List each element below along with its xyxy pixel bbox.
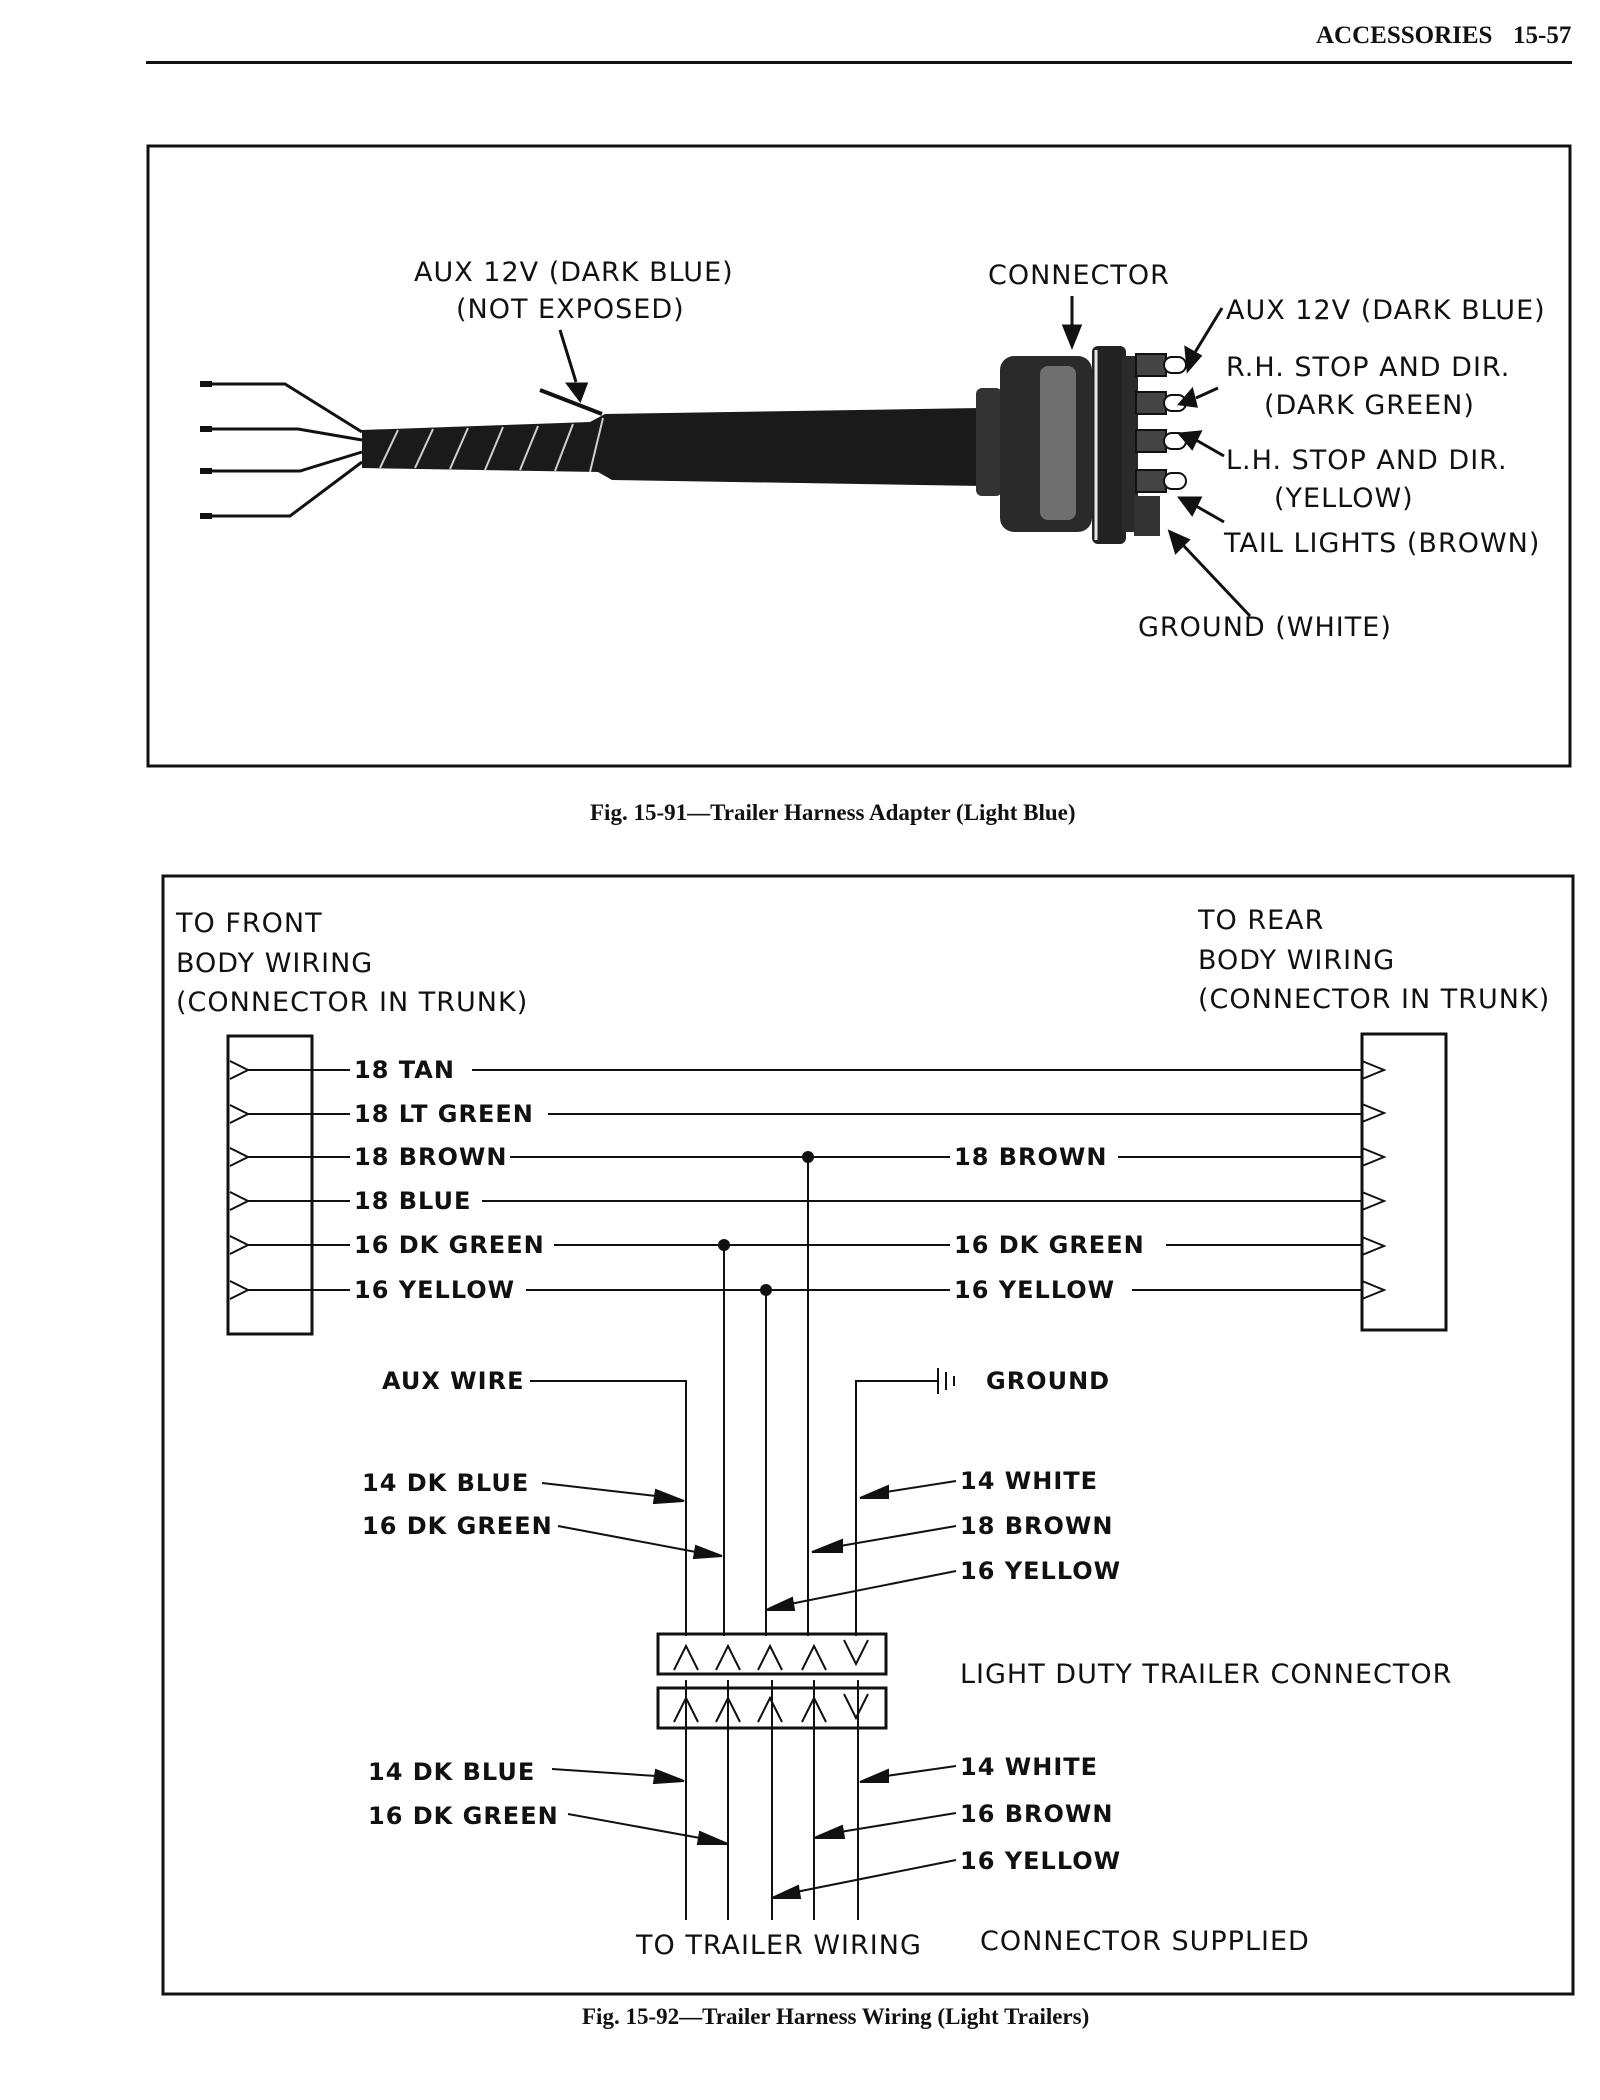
figure-frame [146, 144, 1572, 768]
label-aux-12v-not-exposed-1: AUX 12V (DARK BLUE) [414, 257, 734, 288]
front-body-connector [226, 1034, 314, 1336]
label-front-3: (CONNECTOR IN TRUNK) [176, 987, 528, 1018]
label-rh-stop-dir-1: R.H. STOP AND DIR. [1226, 352, 1510, 383]
label-connector-supplied: CONNECTOR SUPPLIED [980, 1926, 1310, 1957]
label-upper-14-dk-blue: 14 DK BLUE [362, 1469, 529, 1497]
wire-label-left-4: 18 BLUE [354, 1187, 471, 1215]
wire-label-right-1: 18 BROWN [954, 1143, 1108, 1171]
wire-label-left-5: 16 DK GREEN [354, 1231, 545, 1259]
label-upper-16-yellow: 16 YELLOW [960, 1557, 1121, 1585]
label-connector: CONNECTOR [988, 260, 1170, 291]
caption-fig-15-92: Fig. 15-92—Trailer Harness Wiring (Light… [582, 2004, 1089, 2029]
label-lower-16-yellow: 16 YELLOW [960, 1847, 1121, 1875]
figure-frame [161, 874, 1575, 1996]
lower-leaders [551, 1765, 957, 1899]
rear-connector-pins [1361, 1060, 1387, 1300]
callout-leaders [558, 296, 1252, 618]
label-lower-16-dk-green: 16 DK GREEN [368, 1802, 559, 1830]
wire-label-left-6: 16 YELLOW [354, 1276, 515, 1304]
label-rh-stop-dir-2: (DARK GREEN) [1264, 390, 1475, 421]
loose-wire-ends [200, 381, 363, 519]
figure-15-91: AUX 12V (DARK BLUE) (NOT EXPOSED) CONNEC… [146, 144, 1572, 768]
splice-dots [718, 1151, 814, 1296]
twisted-cable [362, 388, 982, 486]
label-rear-2: BODY WIRING [1198, 945, 1395, 976]
label-aux-wire: AUX WIRE [382, 1367, 524, 1395]
label-tail-lights: TAIL LIGHTS (BROWN) [1223, 528, 1540, 559]
harness-connector [976, 346, 1160, 544]
label-rear-1: TO REAR [1197, 905, 1324, 936]
ground-symbol [937, 1368, 955, 1394]
label-rear-3: (CONNECTOR IN TRUNK) [1198, 984, 1550, 1015]
label-to-trailer-wiring: TO TRAILER WIRING [635, 1930, 922, 1961]
label-light-duty-trailer-connector: LIGHT DUTY TRAILER CONNECTOR [960, 1659, 1452, 1690]
label-ground-white: GROUND (WHITE) [1138, 612, 1392, 643]
connector-pins [1135, 353, 1187, 493]
wire-label-left-3: 18 BROWN [354, 1143, 508, 1171]
wire-label-left-2: 18 LT GREEN [354, 1100, 534, 1128]
rear-body-connector [1360, 1032, 1448, 1332]
label-upper-16-dk-green: 16 DK GREEN [362, 1512, 553, 1540]
trunk-wires [530, 1157, 938, 1920]
trailer-connector-pins [673, 1639, 869, 1723]
wire-label-right-3: 16 YELLOW [954, 1276, 1115, 1304]
header-rule [146, 61, 1572, 64]
upper-leaders [541, 1480, 957, 1611]
wire-label-left-1: 18 TAN [354, 1056, 455, 1084]
label-aux-12v-not-exposed-2: (NOT EXPOSED) [456, 294, 685, 325]
body-wires [248, 1069, 1362, 1291]
label-aux-12v-dark-blue: AUX 12V (DARK BLUE) [1226, 295, 1546, 326]
label-upper-14-white: 14 WHITE [960, 1467, 1098, 1495]
front-connector-pins [229, 1060, 251, 1300]
label-front-2: BODY WIRING [176, 948, 373, 979]
label-front-1: TO FRONT [175, 908, 323, 939]
label-lh-stop-dir-1: L.H. STOP AND DIR. [1226, 445, 1508, 476]
header-section: ACCESSORIES [1316, 22, 1492, 49]
label-upper-18-brown: 18 BROWN [960, 1512, 1114, 1540]
header-page-number: 15-57 [1513, 22, 1571, 49]
label-lower-14-white: 14 WHITE [960, 1753, 1098, 1781]
figure-15-92: TO FRONT BODY WIRING (CONNECTOR IN TRUNK… [161, 874, 1575, 1996]
label-ground: GROUND [986, 1367, 1110, 1395]
wire-label-right-2: 16 DK GREEN [954, 1231, 1145, 1259]
light-duty-trailer-connector [656, 1632, 888, 1730]
label-lower-16-brown: 16 BROWN [960, 1800, 1114, 1828]
caption-fig-15-91: Fig. 15-91—Trailer Harness Adapter (Ligh… [590, 800, 1076, 825]
label-lower-14-dk-blue: 14 DK BLUE [368, 1758, 535, 1786]
label-lh-stop-dir-2: (YELLOW) [1274, 483, 1414, 514]
